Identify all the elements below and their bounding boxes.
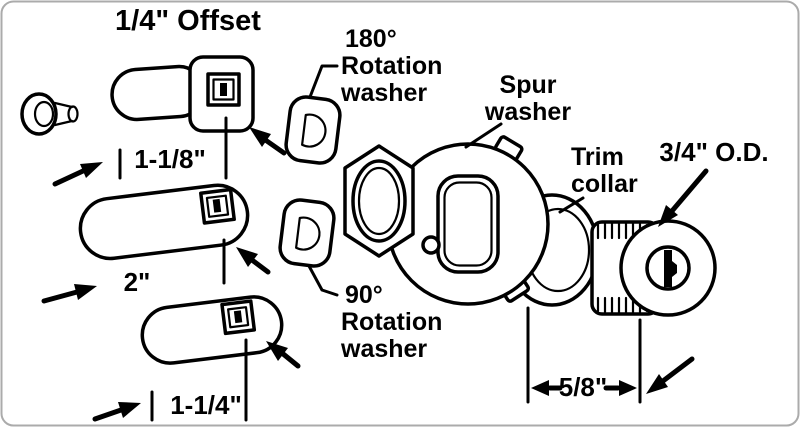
label-washer-90-line2: Rotation xyxy=(341,308,442,336)
spur-washer-hole-inner xyxy=(443,181,493,267)
screw-head-face xyxy=(33,100,55,128)
mounting-screw xyxy=(20,92,79,136)
arrow-shaft xyxy=(660,356,695,384)
washer-180-body xyxy=(284,95,342,165)
leader-washer-90 xyxy=(307,264,339,297)
hex-nut xyxy=(343,144,415,258)
label-dim-1-1-4: 1-1/4" xyxy=(170,390,242,420)
label-washer-180-line3: washer xyxy=(340,79,427,107)
spur-washer-pin-hole xyxy=(421,235,441,255)
washer-90-body xyxy=(278,198,336,268)
arrow-head xyxy=(80,162,103,178)
hex-nut-bore xyxy=(351,159,407,243)
label-dim-2: 2" xyxy=(124,267,151,297)
leader-washer-180 xyxy=(308,64,339,99)
arrow-5-8-right xyxy=(603,380,637,396)
screw-tip xyxy=(67,105,79,123)
label-spur-washer-line1: Spur xyxy=(500,71,557,99)
cam-2-hole-inner xyxy=(205,194,230,218)
screw-shank-top xyxy=(53,101,74,109)
cam-2-inch xyxy=(78,183,250,261)
hex-nut-bore-inner xyxy=(357,166,401,236)
cam-1-1-4-hole-inner xyxy=(227,306,250,329)
rotation-washer-180 xyxy=(284,95,342,165)
label-trim-collar-line2: collar xyxy=(571,170,638,198)
washer-180-d-hole xyxy=(301,113,327,148)
arrow-head xyxy=(531,380,549,396)
arrow-head xyxy=(266,341,288,361)
dimension-lines xyxy=(118,64,642,422)
keyway-slot xyxy=(664,250,677,287)
offset-cam xyxy=(110,55,255,133)
leader-spur-washer xyxy=(464,122,503,149)
screw-head xyxy=(20,92,58,136)
label-od-3-4: 3/4" O.D. xyxy=(659,137,768,167)
arrow-shaft xyxy=(669,168,709,214)
arrow-head xyxy=(74,284,97,300)
arrow-head xyxy=(646,374,668,394)
arrow-head xyxy=(118,402,141,418)
label-washer-180-line1: 180° xyxy=(345,25,397,53)
screw-shank-bottom xyxy=(53,119,74,127)
arrow-to-cylinder-od xyxy=(658,168,709,227)
arrow-to-1-1-4-cam xyxy=(266,341,301,369)
label-washer-90-line1: 90° xyxy=(345,281,383,309)
label-washer-90-line3: washer xyxy=(340,335,427,363)
label-dim-1-1-8: 1-1/8" xyxy=(134,144,206,174)
arrow-shaft xyxy=(249,257,271,275)
cam-2-hole-slot xyxy=(212,198,222,213)
label-washer-180-line2: Rotation xyxy=(341,52,442,80)
label-spur-washer-line2: washer xyxy=(484,98,571,126)
cam-1-1-4-hole-slot xyxy=(233,310,243,324)
leader-trim-collar xyxy=(558,196,585,214)
spur-washer-center-hole xyxy=(436,174,500,274)
arrow-shaft xyxy=(41,289,80,304)
arrow-shaft xyxy=(92,407,124,422)
arrow-to-offset-cam xyxy=(249,127,287,156)
arrow-to-1-1-8-dimension xyxy=(52,162,103,187)
offset-cam-hole-slot xyxy=(220,83,227,96)
arrow-head xyxy=(619,380,637,396)
label-dim-5-8: 5/8" xyxy=(559,372,607,402)
arrow-shaft xyxy=(279,350,301,369)
rotation-washer-90 xyxy=(278,198,336,268)
arrow-shaft xyxy=(261,136,287,156)
arrow-to-1-1-4-dimension xyxy=(92,402,141,422)
label-trim-collar-line1: Trim xyxy=(571,143,624,171)
arrow-shaft xyxy=(52,168,86,187)
arrow-to-5-8-dimension xyxy=(646,356,695,394)
arrow-head xyxy=(658,205,678,227)
offset-cam-hole-inner xyxy=(212,78,235,101)
lock-cylinder xyxy=(590,219,717,317)
arrow-head xyxy=(236,247,258,267)
arrow-to-2-inch-cam-left xyxy=(41,284,97,304)
arrow-head xyxy=(249,127,271,147)
arrow-to-2-inch-cam-right xyxy=(236,247,271,275)
arrow-5-8-left xyxy=(531,380,563,396)
washer-90-d-hole xyxy=(295,216,321,251)
label-quarter-offset: 1/4" Offset xyxy=(115,5,261,37)
